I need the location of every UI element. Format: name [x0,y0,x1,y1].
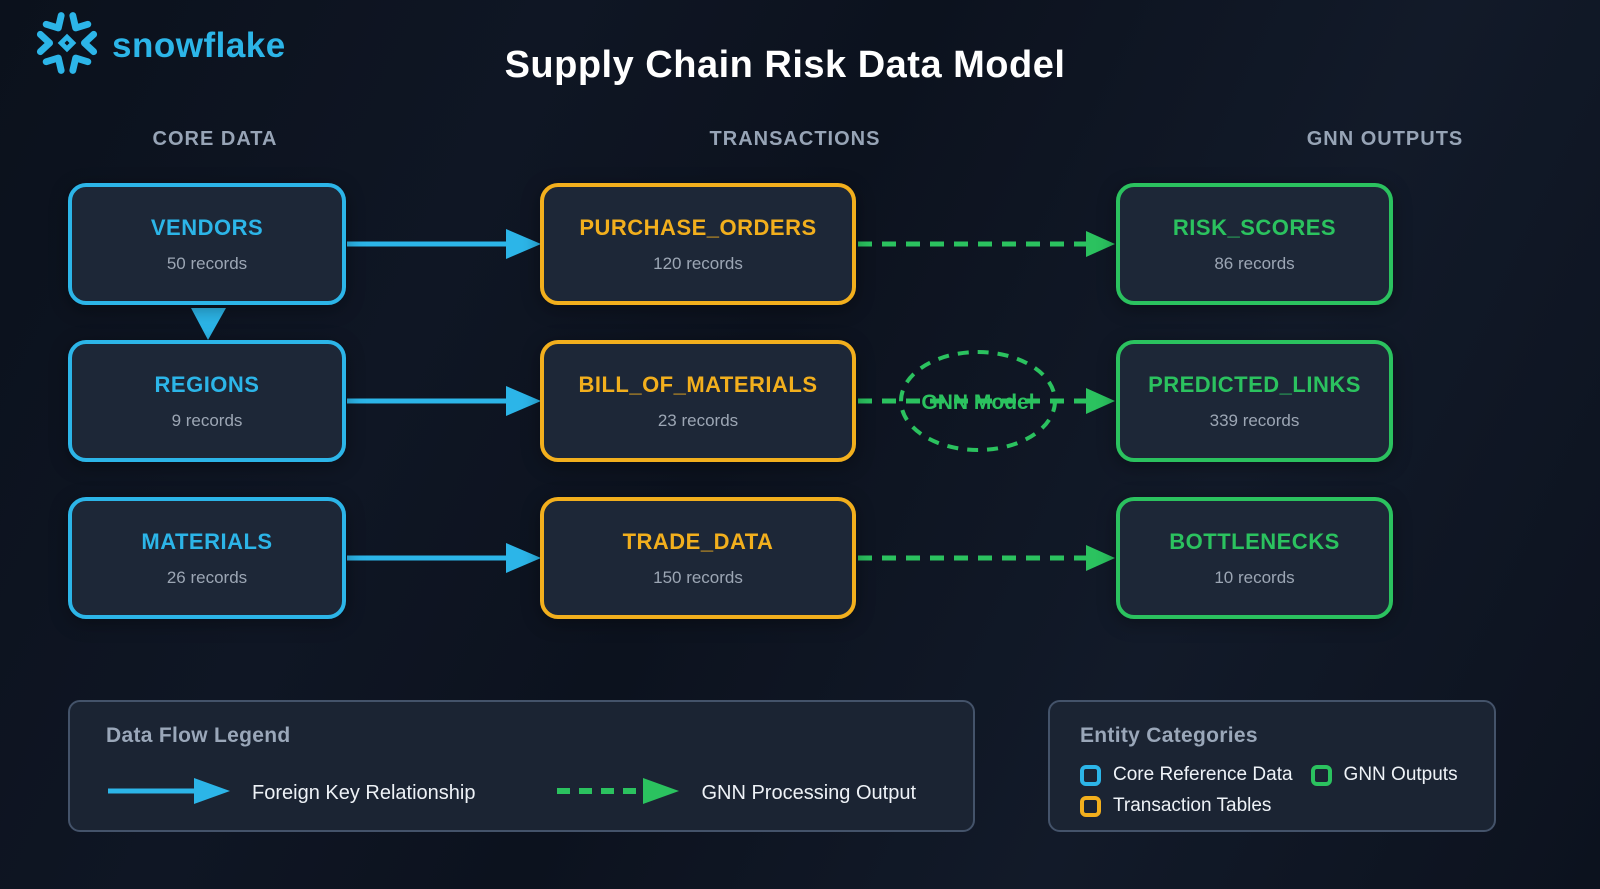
entity-materials-records: 26 records [166,567,248,587]
data-flow-legend-panel: Data Flow Legend Foreign Key Relationshi… [68,700,975,832]
brand-logo: snowflake [36,12,286,79]
fk-arrow-regions-bill-of-materials [347,386,541,416]
category-row-1: Core Reference Data GNN Outputs [1080,764,1464,786]
data-flow-legend-items: Foreign Key Relationship GNN Processing … [106,776,937,811]
fk-arrow-vendors-purchase-orders [347,229,541,259]
entity-bill-of-materials: BILL_OF_MATERIALS 23 records [540,340,856,462]
solid-arrow-icon [106,776,232,811]
gnn-category-swatch-icon [1310,764,1332,786]
gnn-model-node: GNN Model [899,350,1057,452]
data-flow-legend-title: Data Flow Legend [106,724,291,747]
entity-regions-title: REGIONS [154,371,260,397]
entity-bottlenecks-title: BOTTLENECKS [1169,528,1340,554]
legend-item-gnn-output: GNN Processing Output [555,776,916,811]
entity-categories-title: Entity Categories [1080,724,1258,747]
entity-predicted-links-title: PREDICTED_LINKS [1148,371,1361,397]
entity-purchase-orders-title: PURCHASE_ORDERS [579,214,817,240]
entity-categories-items: Core Reference Data GNN Outputs Transact… [1080,764,1464,817]
dashed-arrow-icon [555,776,681,811]
entity-risk-scores-title: RISK_SCORES [1172,214,1337,240]
entity-vendors: VENDORS 50 records [68,183,346,305]
category-label-core: Core Reference Data [1113,764,1293,785]
category-label-gnn: GNN Outputs [1343,764,1458,785]
entity-predicted-links-records: 339 records [1209,410,1300,430]
entity-predicted-links: PREDICTED_LINKS 339 records [1116,340,1393,462]
entity-trade-data-records: 150 records [653,567,743,587]
entity-purchase-orders: PURCHASE_ORDERS 120 records [540,183,856,305]
gnn-arrow-bill-of-materials-predicted-links [858,388,1115,414]
entity-trade-data: TRADE_DATA 150 records [540,497,856,619]
snowflake-logo-icon [36,12,98,79]
entity-materials: MATERIALS 26 records [68,497,346,619]
entity-categories-panel: Entity Categories Core Reference Data GN… [1048,700,1496,832]
entity-vendors-title: VENDORS [150,214,264,240]
column-header-transactions: TRANSACTIONS [709,128,881,150]
fk-arrow-vendors-regions [191,308,226,340]
entity-risk-scores: RISK_SCORES 86 records [1116,183,1393,305]
column-header-gnn-outputs: GNN OUTPUTS [1306,128,1464,150]
category-item-transaction: Transaction Tables [1080,795,1271,817]
category-label-transaction: Transaction Tables [1113,795,1272,816]
category-item-core: Core Reference Data [1080,764,1293,786]
entity-purchase-orders-records: 120 records [653,253,743,273]
column-header-core-data: CORE DATA [152,128,278,150]
entity-bill-of-materials-records: 23 records [657,410,739,430]
entity-trade-data-title: TRADE_DATA [622,528,774,554]
transaction-category-swatch-icon [1080,795,1101,817]
legend-label-gnn-output: GNN Processing Output [701,782,916,804]
entity-materials-title: MATERIALS [141,528,273,554]
entity-vendors-records: 50 records [166,253,248,273]
entity-bill-of-materials-title: BILL_OF_MATERIALS [578,371,818,397]
legend-label-foreign-key: Foreign Key Relationship [252,782,476,804]
category-row-2: Transaction Tables [1080,795,1464,817]
core-category-swatch-icon [1080,764,1101,786]
gnn-arrow-purchase-orders-risk-scores [858,231,1115,257]
entity-regions: REGIONS 9 records [68,340,346,462]
brand-wordmark: snowflake [112,25,286,65]
gnn-model-label: GNN Model [921,391,1034,414]
page-title: Supply Chain Risk Data Model [504,44,1066,86]
entity-risk-scores-records: 86 records [1214,253,1295,273]
entity-bottlenecks: BOTTLENECKS 10 records [1116,497,1393,619]
fk-arrow-materials-trade-data [347,543,541,573]
category-item-gnn: GNN Outputs [1310,764,1458,786]
legend-item-foreign-key: Foreign Key Relationship [106,776,475,811]
entity-bottlenecks-records: 10 records [1214,567,1295,587]
entity-regions-records: 9 records [171,410,243,430]
gnn-arrow-trade-data-bottlenecks [858,545,1115,571]
